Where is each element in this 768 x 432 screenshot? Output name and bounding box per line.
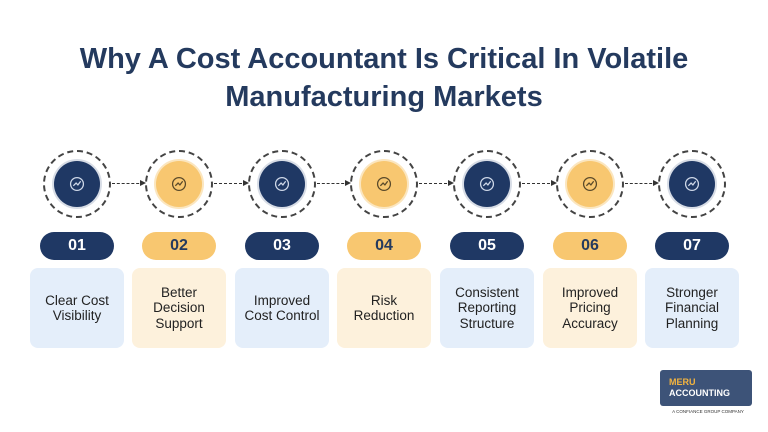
step-card: Improved Cost Control xyxy=(235,268,329,348)
step-number-badge: 07 xyxy=(655,232,729,260)
step-label: Risk Reduction xyxy=(353,292,415,324)
icon-ring xyxy=(453,150,521,218)
meru-accounting-logo: MERU ACCOUNTING xyxy=(660,370,752,406)
icon-ring xyxy=(43,150,111,218)
page-title: Why A Cost Accountant Is Critical In Vol… xyxy=(79,43,689,113)
step-label: Better Decision Support xyxy=(153,284,205,331)
step-label: Consistent Reporting Structure xyxy=(455,284,519,331)
step-number-badge: 04 xyxy=(347,232,421,260)
step-card: Improved Pricing Accuracy xyxy=(543,268,637,348)
step-number-badge: 06 xyxy=(553,232,627,260)
step-number-badge: 02 xyxy=(142,232,216,260)
step-card: Stronger Financial Planning xyxy=(645,268,739,348)
icon-ring xyxy=(248,150,316,218)
step-label: Clear Cost Visibility xyxy=(45,292,109,324)
step-label: Improved Pricing Accuracy xyxy=(561,284,619,331)
step-card: Consistent Reporting Structure xyxy=(440,268,534,348)
decision-hand-icon xyxy=(156,161,202,207)
connector-arrow xyxy=(625,179,659,186)
step-card: Better Decision Support xyxy=(132,268,226,348)
connector-arrow xyxy=(522,179,557,186)
pricing-target-icon xyxy=(567,161,613,207)
step-label: Improved Cost Control xyxy=(244,292,320,324)
clipboard-plan-icon xyxy=(669,161,715,207)
reporting-cycle-icon xyxy=(464,161,510,207)
connector-arrow xyxy=(317,179,351,186)
hand-gear-icon xyxy=(361,161,407,207)
icon-ring xyxy=(658,150,726,218)
connector-arrow xyxy=(112,179,146,186)
step-card: Clear Cost Visibility xyxy=(30,268,124,348)
step-number-badge: 05 xyxy=(450,232,524,260)
logo-tagline: A CONFIANCE GROUP COMPANY xyxy=(672,409,744,414)
step-number-badge: 03 xyxy=(245,232,319,260)
icon-ring xyxy=(145,150,213,218)
icon-ring xyxy=(350,150,418,218)
cost-cycle-icon xyxy=(259,161,305,207)
step-card: Risk Reduction xyxy=(337,268,431,348)
step-number-badge: 01 xyxy=(40,232,114,260)
icon-ring xyxy=(556,150,624,218)
connector-arrow xyxy=(214,179,249,186)
report-chart-icon xyxy=(54,161,100,207)
step-label: Stronger Financial Planning xyxy=(664,284,720,331)
connector-arrow xyxy=(419,179,454,186)
